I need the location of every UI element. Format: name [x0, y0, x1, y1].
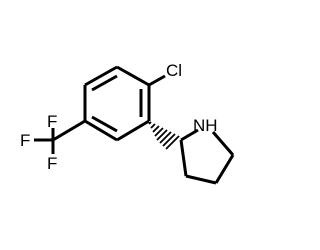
bond-ring-bottom-left-inner	[91, 115, 118, 133]
fluorine-label-top: F	[47, 112, 57, 131]
pyrrolidine-ring	[179, 128, 235, 185]
hashed-wedge-bond	[148, 121, 180, 150]
bond-ring-bottom-left	[84, 119, 118, 142]
bond-ring-top-right	[116, 65, 150, 87]
fluorine-label-left: F	[20, 131, 30, 150]
bond-c2-n	[180, 128, 199, 142]
chlorine-label: Cl	[166, 61, 182, 80]
nitrogen-label: NH	[193, 116, 218, 135]
bond-c3-c2	[179, 139, 188, 177]
bond-n-c5	[211, 131, 235, 156]
bond-ring-top-inner	[91, 74, 118, 92]
fluorine-label-bottom: F	[47, 154, 57, 173]
bond-ring-bottom-right	[116, 119, 150, 142]
bond-c4-c3	[185, 174, 217, 185]
bond-c5-c4	[214, 154, 235, 184]
bond-c-cl	[148, 74, 166, 87]
molecule-drawing: Cl F F F NH	[20, 61, 235, 185]
structure-canvas: Cl F F F NH	[20, 61, 235, 185]
bond-ring-cf3	[52, 119, 86, 142]
bond-ring-top	[84, 65, 118, 87]
benzene-ring	[83, 65, 151, 142]
